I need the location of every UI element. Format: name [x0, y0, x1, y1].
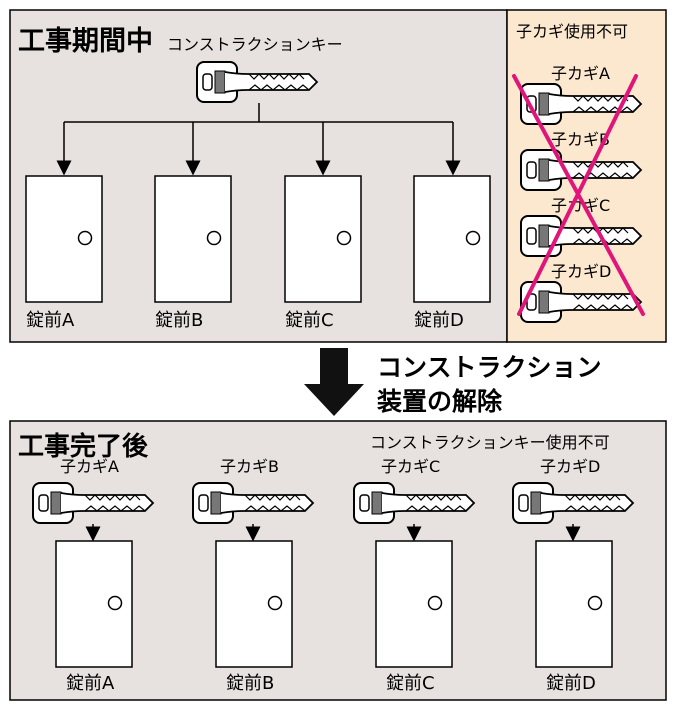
- child-key-label: 子カギC: [381, 457, 440, 476]
- disabled-heading: 子カギ使用不可: [516, 22, 628, 41]
- down-arrow-icon: [304, 348, 364, 416]
- lock-label: 錠前B: [226, 673, 274, 694]
- child-key-label: 子カギC: [551, 196, 610, 215]
- after-note: コンストラクションキー使用不可: [370, 433, 610, 452]
- child-key-label: 子カギA: [60, 457, 119, 476]
- child-key-label: 子カギB: [551, 130, 610, 149]
- child-key-label: 子カギD: [540, 457, 600, 476]
- lock-label: 錠前A: [66, 673, 115, 694]
- lock-label: 錠前D: [546, 673, 596, 694]
- distribution-connector: [56, 103, 461, 176]
- door-a-icon: [55, 540, 133, 668]
- door-d-icon: [413, 175, 491, 303]
- door-d-icon: [535, 540, 613, 668]
- door-a-icon: [25, 175, 103, 303]
- door-c-icon: [284, 175, 362, 303]
- transition-line2: 装置の解除: [377, 387, 503, 416]
- child-key-label: 子カギD: [551, 262, 611, 281]
- child-key-label: 子カギA: [551, 64, 610, 83]
- after-title: 工事完了後: [18, 431, 149, 462]
- lock-label: 錠前C: [386, 673, 435, 694]
- door-b-icon: [154, 175, 232, 303]
- lock-label: 錠前D: [414, 310, 464, 331]
- transition-line1: コンストラクション: [377, 353, 602, 382]
- master-key-label: コンストラクションキー: [167, 35, 343, 54]
- during-title: 工事期間中: [18, 26, 153, 57]
- door-c-icon: [375, 540, 453, 668]
- child-key-label: 子カギB: [220, 457, 279, 476]
- unusable-cross-icon: [512, 74, 645, 316]
- lock-label: 錠前B: [155, 310, 203, 331]
- door-b-icon: [215, 540, 293, 668]
- lock-label: 錠前C: [285, 310, 334, 331]
- key-to-lock-arrows: [85, 524, 581, 542]
- lock-label: 錠前A: [26, 310, 75, 331]
